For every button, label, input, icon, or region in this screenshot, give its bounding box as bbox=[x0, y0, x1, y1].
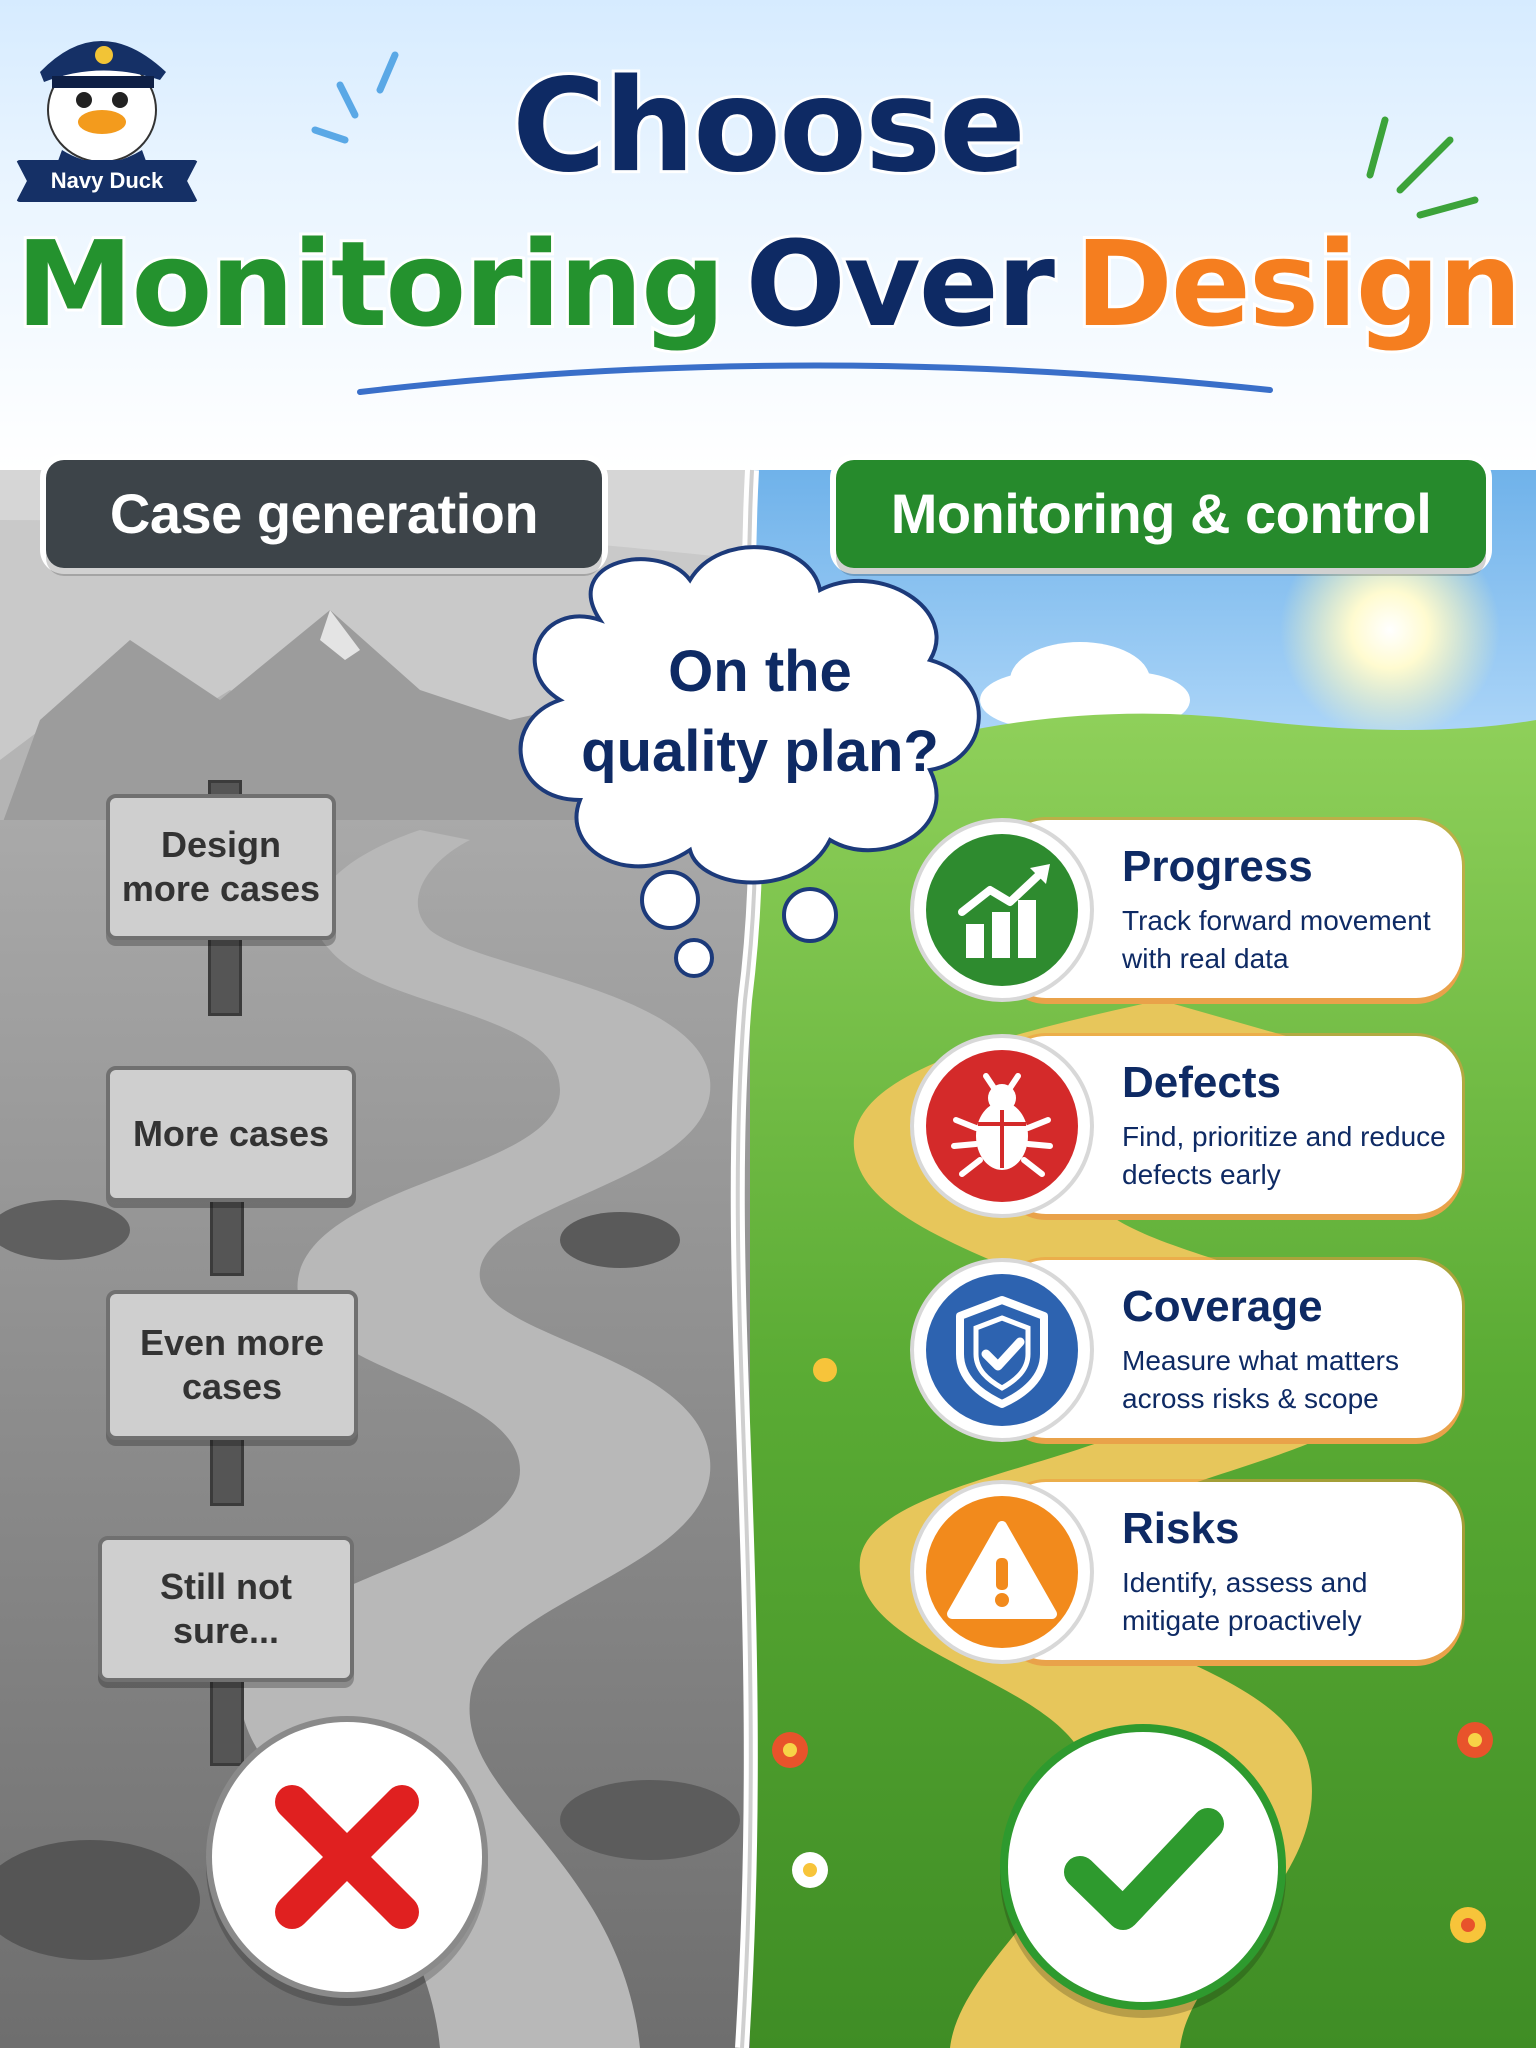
card-desc-defects: Find, prioritize and reduce defects earl… bbox=[1122, 1118, 1462, 1194]
progress-icon-badge bbox=[914, 822, 1090, 998]
defects-icon-badge bbox=[914, 1038, 1090, 1214]
card-title-defects: Defects bbox=[1122, 1058, 1281, 1107]
sign-line: Even more bbox=[139, 1322, 325, 1363]
card-desc-line: mitigate proactively bbox=[1122, 1605, 1362, 1636]
case-generation-header: Case generation bbox=[46, 460, 602, 568]
card-desc-line: Track forward movement bbox=[1122, 905, 1431, 936]
title-monitoring: Monitoring bbox=[13, 212, 729, 356]
shield-check-icon bbox=[956, 1296, 1048, 1408]
check-icon bbox=[1064, 1808, 1224, 1930]
card-desc-line: with real data bbox=[1122, 943, 1289, 974]
sign-line: sure... bbox=[172, 1610, 280, 1651]
card-desc-line: defects early bbox=[1122, 1159, 1281, 1190]
sign-line: more cases bbox=[121, 868, 321, 909]
card-desc-line: across risks & scope bbox=[1122, 1383, 1379, 1414]
sign-line: More cases bbox=[132, 1113, 330, 1154]
card-desc-line: Identify, assess and bbox=[1122, 1567, 1368, 1598]
bug-icon bbox=[951, 1073, 1053, 1177]
sign-line: cases bbox=[181, 1366, 283, 1407]
card-title-coverage: Coverage bbox=[1122, 1282, 1323, 1331]
risks-icon-badge bbox=[914, 1484, 1090, 1660]
card-desc-line: Measure what matters bbox=[1122, 1345, 1399, 1376]
bubble-line-1: On the bbox=[668, 639, 852, 704]
sign-more-cases: More cases bbox=[106, 1066, 356, 1202]
sign-line: Design bbox=[160, 824, 281, 865]
cross-icon bbox=[275, 1785, 419, 1929]
coverage-icon-badge bbox=[914, 1262, 1090, 1438]
warning-icon bbox=[947, 1521, 1057, 1619]
flower-decor bbox=[772, 1358, 1493, 1943]
title-over: Over bbox=[742, 212, 1057, 356]
bubble-text: On the quality plan? bbox=[540, 632, 980, 792]
logo-banner: Navy Duck bbox=[16, 160, 198, 202]
chart-up-icon bbox=[958, 864, 1050, 958]
cross-badge bbox=[212, 1722, 482, 1992]
bubble-line-2: quality plan? bbox=[581, 719, 939, 784]
thought-bubble bbox=[518, 545, 981, 978]
title-choose: Choose bbox=[509, 49, 1029, 204]
card-desc-progress: Track forward movement with real data bbox=[1122, 902, 1462, 978]
title-design: Design bbox=[1072, 212, 1525, 356]
monitoring-control-header: Monitoring & control bbox=[836, 460, 1486, 568]
card-desc-line: Find, prioritize and reduce bbox=[1122, 1121, 1446, 1152]
card-title-progress: Progress bbox=[1122, 842, 1313, 891]
navy-duck-logo bbox=[40, 41, 166, 172]
card-title-risks: Risks bbox=[1122, 1504, 1240, 1553]
check-badge bbox=[1008, 1732, 1278, 2002]
card-desc-coverage: Measure what matters across risks & scop… bbox=[1122, 1342, 1462, 1418]
sign-line: Still not bbox=[160, 1566, 292, 1607]
card-desc-risks: Identify, assess and mitigate proactivel… bbox=[1122, 1564, 1462, 1640]
